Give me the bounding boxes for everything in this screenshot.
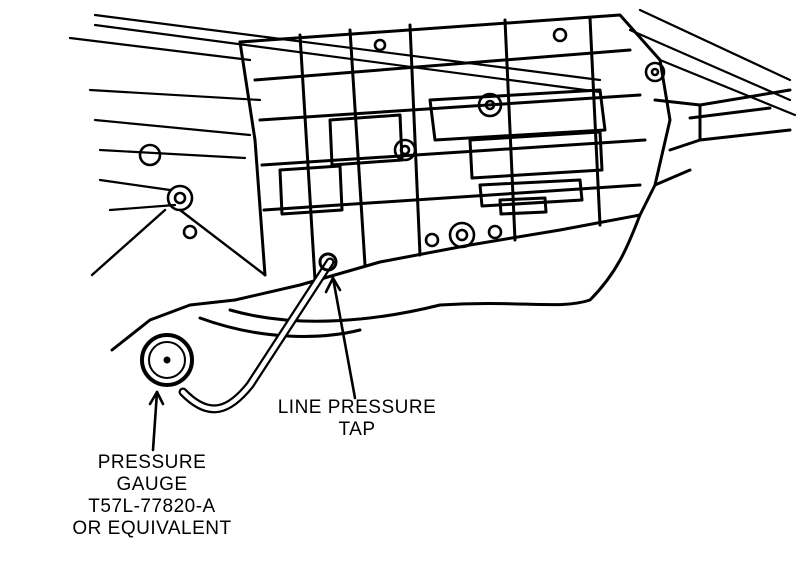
line-pressure-label-line1: LINE PRESSURE [277, 397, 437, 418]
line-pressure-leader [324, 276, 357, 400]
pressure-hose [178, 252, 338, 414]
pressure-gauge-label-line1: PRESSURE [97, 452, 207, 473]
gauge-leader [148, 390, 165, 452]
pressure-gauge-label: PRESSURE GAUGE T57L-77820-A OR EQUIVALEN… [52, 452, 252, 540]
line-pressure-tap-label: LINE PRESSURE TAP [262, 397, 452, 441]
pressure-gauge-label-line2: GAUGE [116, 474, 188, 495]
oil-pan [198, 213, 642, 338]
frame-rails [68, 8, 797, 212]
pressure-gauge-label-line4: OR EQUIVALENT [72, 518, 232, 539]
pressure-gauge-label-line3: T57L-77820-A [88, 496, 216, 517]
tail-housing [653, 88, 792, 187]
line-pressure-label-line2: TAP [338, 419, 376, 440]
left-pointer-lines [90, 208, 267, 277]
bolt-heads [138, 27, 666, 249]
transmission-case [110, 13, 672, 352]
pressure-gauge-icon [140, 333, 194, 387]
